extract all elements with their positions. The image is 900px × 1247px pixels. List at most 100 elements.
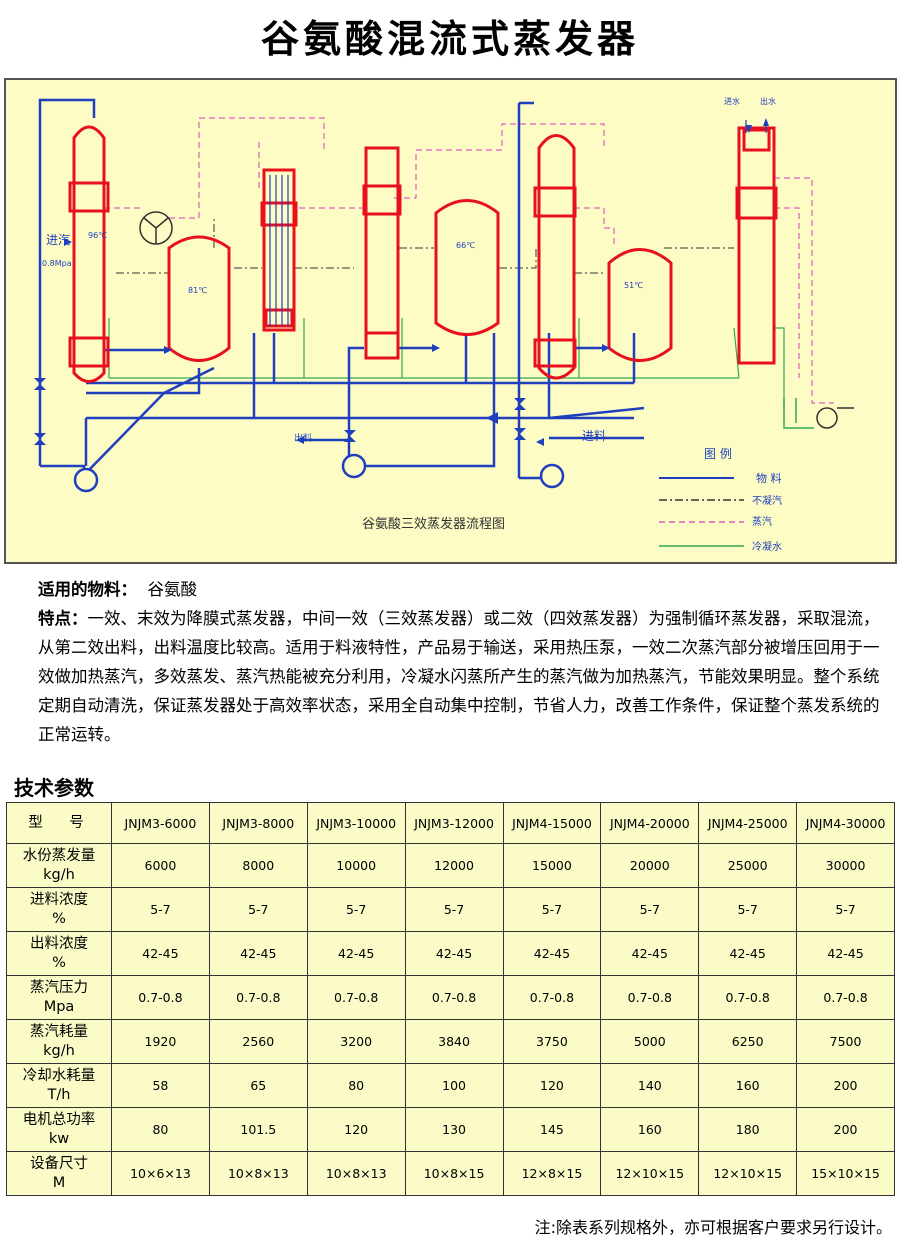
table-cell: 58 [111, 1063, 210, 1108]
process-flow-diagram: 进汽 0.8Mpa 96℃ 81℃ 66℃ 51℃ 出料 进料 进水 出水 谷氨… [4, 78, 897, 564]
valve-icon [34, 378, 526, 445]
row-name: 电机总功率 [22, 1111, 96, 1128]
steam-in-label: 进汽 [46, 232, 70, 247]
vessels [68, 125, 778, 383]
legend-lines [659, 477, 744, 547]
table-cell: 10×6×13 [111, 1151, 210, 1196]
table-cell: 130 [404, 1107, 504, 1152]
row-label: 出料浓度% [6, 931, 112, 976]
row-unit: kg/h [43, 866, 75, 883]
table-cell: 160 [600, 1107, 700, 1152]
row-unit: M [52, 1174, 66, 1191]
table-cell: 6250 [698, 1019, 798, 1064]
header-model-cell: JNJM4-15000 [502, 802, 602, 844]
material-lines [38, 98, 645, 480]
table-cell: 6000 [111, 843, 210, 888]
header-model-label: 型 号 [6, 802, 112, 844]
effect1-separator [167, 235, 231, 362]
row-unit: % [52, 910, 66, 927]
header-model-cell: JNJM3-8000 [208, 802, 308, 844]
temp-separator3-label: 51℃ [624, 281, 643, 290]
temp-separator1-label: 81℃ [188, 286, 207, 295]
effect1-falling-film-evaporator [72, 125, 106, 383]
table-cell: 7500 [796, 1019, 895, 1064]
table-cell: 10×8×13 [208, 1151, 308, 1196]
params-title: 技术参数 [14, 776, 94, 800]
table-cell: 120 [502, 1063, 602, 1108]
noncondensable-lines [116, 218, 734, 274]
legend-item-material: 物 料 [756, 471, 782, 485]
product-out-label: 出料 [294, 432, 312, 444]
table-cell: 3750 [502, 1019, 602, 1064]
table-cell: 42-45 [600, 931, 700, 976]
table-cell: 0.7-0.8 [502, 975, 602, 1020]
table-cell: 42-45 [208, 931, 308, 976]
features-paragraph: 特点：一效、末效为降膜式蒸发器，中间一效（三效蒸发器）或二效（四效蒸发器）为强制… [8, 604, 894, 749]
diagram-caption: 谷氨酸三效蒸发器流程图 [362, 516, 505, 532]
table-cell: 5-7 [208, 887, 308, 932]
table-cell: 100 [404, 1063, 504, 1108]
table-cell: 160 [698, 1063, 798, 1108]
table-cell: 12×10×15 [600, 1151, 700, 1196]
table-cell: 12000 [404, 843, 504, 888]
header-model-cell: JNJM4-25000 [698, 802, 798, 844]
temp-effect1-label: 96℃ [88, 231, 107, 240]
table-cell: 140 [600, 1063, 700, 1108]
table-cell: 2560 [208, 1019, 308, 1064]
table-cell: 5-7 [306, 887, 406, 932]
diagram-background [4, 78, 897, 564]
table-cell: 5-7 [404, 887, 504, 932]
table-cell: 0.7-0.8 [404, 975, 504, 1020]
header-model-cell: JNJM3-6000 [111, 802, 210, 844]
table-cell: 8000 [208, 843, 308, 888]
table-cell: 0.7-0.8 [600, 975, 700, 1020]
table-cell: 42-45 [306, 931, 406, 976]
features-text: 一效、末效为降膜式蒸发器，中间一效（三效蒸发器）或二效（四效蒸发器）为强制循环蒸… [38, 609, 880, 744]
flow-arrows [64, 118, 769, 446]
row-unit: T/h [47, 1086, 71, 1103]
table-cell: 42-45 [796, 931, 895, 976]
table-cell: 5-7 [698, 887, 798, 932]
row-label: 冷却水耗量 T/h [6, 1063, 112, 1108]
table-cell: 15×10×15 [796, 1151, 895, 1196]
water-in-label: 进水 [724, 96, 740, 106]
row-unit: kw [48, 1130, 70, 1147]
table-cell: 145 [502, 1107, 602, 1152]
legend-item-steam: 蒸汽 [752, 515, 772, 528]
table-cell: 200 [796, 1107, 895, 1152]
temp-separator2-label: 66℃ [456, 241, 475, 250]
table-cell: 42-45 [502, 931, 602, 976]
table-cell: 3200 [306, 1019, 406, 1064]
row-label: 设备尺寸 M [6, 1151, 112, 1196]
table-cell: 5-7 [600, 887, 700, 932]
table-cell: 12×8×15 [502, 1151, 602, 1196]
table-cell: 101.5 [208, 1107, 308, 1152]
row-name: 冷却水耗量 [22, 1067, 96, 1084]
table-cell: 10000 [306, 843, 406, 888]
table-cell: 42-45 [404, 931, 504, 976]
table-cell: 65 [208, 1063, 308, 1108]
features-label: 特点： [38, 609, 88, 628]
description: 适用的物料： 谷氨酸 特点：一效、末效为降膜式蒸发器，中间一效（三效蒸发器）或二… [8, 575, 894, 749]
legend-item-noncondensable: 不凝汽 [752, 494, 782, 507]
table-cell: 0.7-0.8 [698, 975, 798, 1020]
effect2-separator [434, 199, 500, 336]
material-value: 谷氨酸 [147, 580, 198, 599]
pump-icon [73, 453, 565, 493]
table-cell: 80 [306, 1063, 406, 1108]
page-title: 谷氨酸混流式蒸发器 [260, 17, 639, 61]
table-cell: 5-7 [111, 887, 210, 932]
row-name: 蒸汽耗量 [30, 1023, 88, 1040]
effect3-falling-film-evaporator [537, 134, 576, 380]
header-model-cell: JNJM4-20000 [600, 802, 700, 844]
header-model-cell: JNJM3-10000 [306, 802, 406, 844]
row-name: 蒸汽压力 [30, 979, 88, 996]
row-name: 设备尺寸 [30, 1155, 88, 1172]
